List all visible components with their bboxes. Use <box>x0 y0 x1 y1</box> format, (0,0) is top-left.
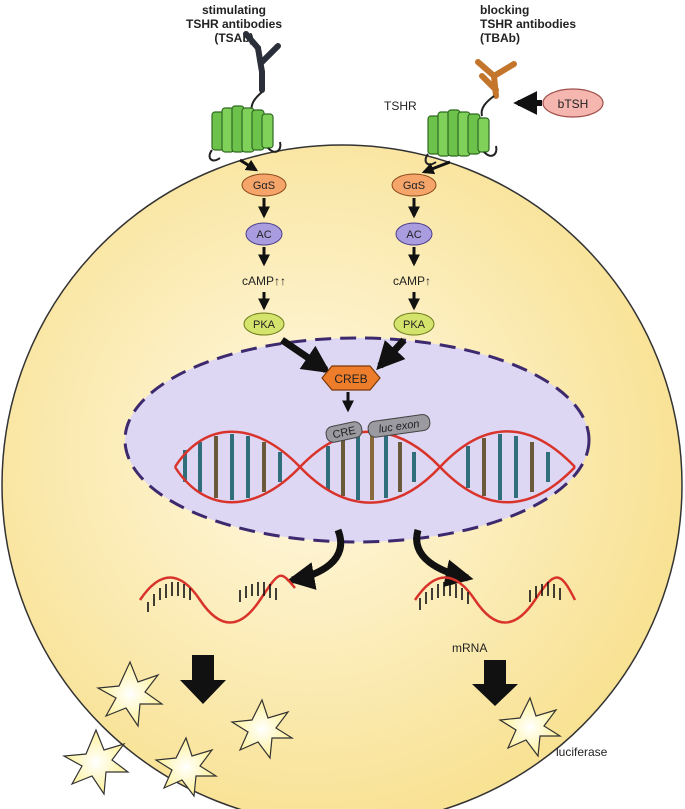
tshr-label: TSHR <box>384 99 417 113</box>
svg-text:(TBAb): (TBAb) <box>480 31 520 45</box>
transcription-arrows <box>286 528 474 590</box>
left-antibody-label: stimulating TSHR antibodies (TSAb) <box>186 3 282 45</box>
right-mrna-strand <box>413 576 577 624</box>
mrna-label: mRNA <box>452 641 487 655</box>
svg-text:PKA: PKA <box>253 319 276 331</box>
svg-text:TSHR antibodies: TSHR antibodies <box>480 17 576 31</box>
star-icon <box>62 728 130 796</box>
left-camp-label: cAMP↑↑ <box>242 274 286 288</box>
left-ac-node <box>245 222 283 246</box>
right-cascade: GαS AC cAMP↑ PKA <box>376 160 451 371</box>
left-tshr-receptor-icon <box>208 105 282 162</box>
luciferase-label: luciferase <box>556 745 608 759</box>
right-tshr-receptor-icon <box>424 109 498 166</box>
svg-text:bTSH: bTSH <box>558 97 589 111</box>
tsab-antibody-icon <box>243 31 281 93</box>
right-translation-arrow <box>472 660 518 706</box>
left-gas-node <box>241 173 287 197</box>
right-antibody-label: blocking TSHR antibodies (TBAb) <box>480 3 576 45</box>
svg-text:CREB: CREB <box>334 372 367 386</box>
luciferase-stars <box>62 660 563 798</box>
right-gas-node <box>391 173 437 197</box>
dna-base-pairs <box>183 434 550 500</box>
svg-text:luc exon: luc exon <box>378 418 420 436</box>
star-icon <box>96 660 164 728</box>
creb-node <box>321 365 381 391</box>
svg-text:AC: AC <box>406 229 421 241</box>
left-mrna-strand <box>138 574 296 624</box>
right-receptor-ectodomain <box>480 95 495 117</box>
left-translation-arrow <box>180 655 226 704</box>
star-icon <box>498 696 563 758</box>
right-pka-node <box>393 312 435 336</box>
svg-text:GαS: GαS <box>253 180 275 192</box>
star-icon <box>230 698 295 760</box>
cre-tag: CRE <box>325 421 363 443</box>
svg-text:stimulating: stimulating <box>202 3 266 17</box>
svg-text:CRE: CRE <box>332 425 357 442</box>
svg-text:TSHR antibodies: TSHR antibodies <box>186 17 282 31</box>
left-cascade: GαS AC cAMP↑↑ PKA <box>239 158 331 374</box>
right-camp-label: cAMP↑ <box>393 274 431 288</box>
star-icon <box>154 736 219 798</box>
svg-text:PKA: PKA <box>403 319 426 331</box>
svg-text:GαS: GαS <box>403 180 425 192</box>
svg-text:AC: AC <box>256 229 271 241</box>
btsh-ligand <box>542 88 604 118</box>
right-ac-node <box>395 222 433 246</box>
svg-text:blocking: blocking <box>480 3 529 17</box>
tbab-antibody-icon <box>475 59 517 99</box>
left-pka-node <box>243 312 285 336</box>
luc-exon-tag: luc exon <box>367 414 431 438</box>
